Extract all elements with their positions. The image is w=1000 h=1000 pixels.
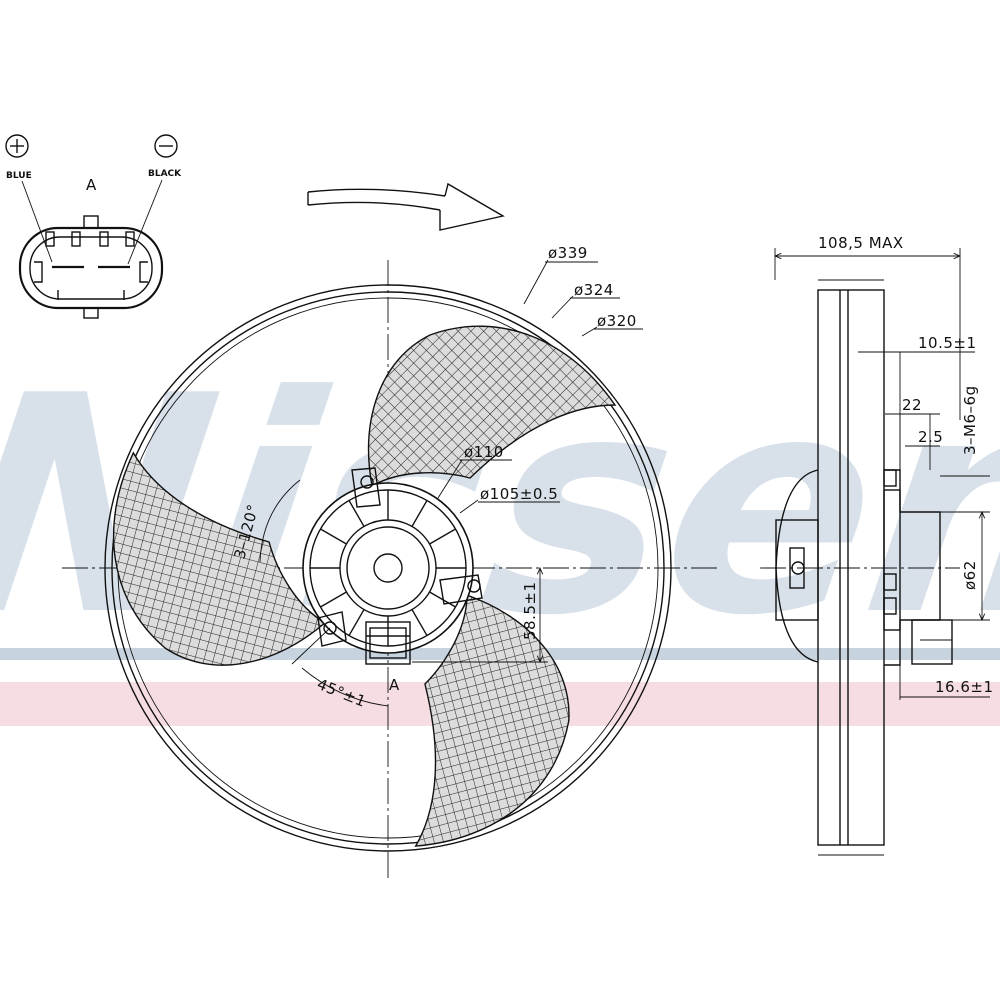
negative-label: BLACK — [148, 169, 182, 179]
hub-rib — [320, 528, 347, 545]
hub-rib — [348, 609, 365, 636]
dim-motor-diameter: ø62 — [961, 560, 979, 590]
dim-max-depth: 108,5 MAX — [818, 234, 904, 252]
hub-rib — [411, 500, 428, 527]
dim-16-6: 16.6±1 — [935, 678, 994, 696]
front-view: ø339 ø324 ø320 ø110 ø105±0.5 58.5±1 3–12… — [62, 244, 720, 880]
outer-ring — [104, 284, 672, 852]
mounting-lug — [351, 467, 381, 508]
fan-blade — [112, 451, 327, 666]
rotation-arrow — [307, 182, 505, 231]
connector-detail: BLUE BLACK A — [5, 134, 182, 319]
shaft — [373, 553, 403, 583]
dim-hub-inner-diameter: ø105±0.5 — [480, 485, 558, 503]
hub-rib — [429, 528, 456, 545]
inner-ring — [111, 291, 665, 845]
hub-rib — [411, 609, 428, 636]
positive-label: BLUE — [6, 171, 32, 181]
fan-blade — [367, 325, 617, 488]
mounting-lug — [439, 574, 483, 605]
connector-view-label: A — [86, 176, 97, 194]
positive-terminal-icon — [5, 134, 29, 158]
dim-depth-1: 10.5±1 — [918, 334, 977, 352]
dim-offset: 58.5±1 — [521, 581, 539, 640]
dim-ring-diameter: ø324 — [574, 281, 614, 299]
dim-thread: 3–M6–6g — [961, 385, 979, 455]
motor-connector — [365, 621, 411, 665]
dim-outer-diameter: ø339 — [548, 244, 588, 262]
fan-blade — [414, 594, 570, 847]
hub-rib — [320, 591, 347, 608]
dim-2-5: 2.5 — [918, 428, 943, 446]
hub-rib — [348, 500, 365, 527]
view-marker-a: A — [389, 676, 400, 694]
hub-outer — [302, 482, 474, 654]
side-motor — [884, 469, 941, 666]
dim-hub-diameter: ø110 — [464, 443, 504, 461]
dim-blade-diameter: ø320 — [597, 312, 637, 330]
side-view: 108,5 MAX 10.5±1 22 2.5 3–M6–6g — [760, 234, 994, 856]
fan-blades — [112, 325, 617, 847]
dim-22: 22 — [902, 396, 922, 414]
negative-terminal-icon — [154, 134, 178, 158]
